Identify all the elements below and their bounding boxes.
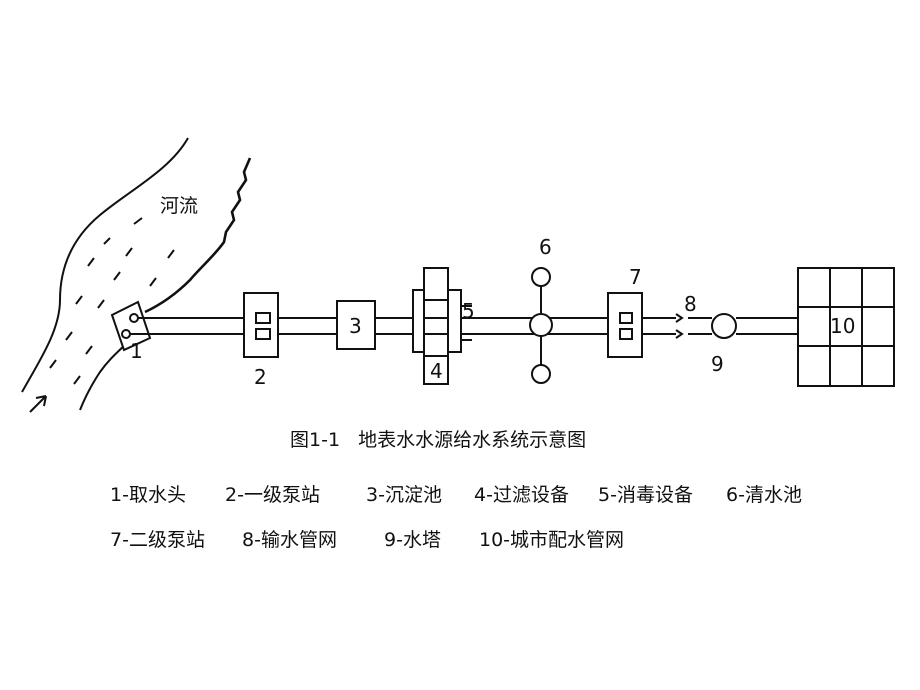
city-distribution-grid (797, 267, 895, 387)
river-bank-right (144, 157, 252, 314)
legend-item-7: 7-二级泵站 (110, 529, 205, 551)
figure-caption: 图1-1 地表水水源给水系统示意图 (290, 429, 586, 451)
label-1: 1 (130, 339, 143, 363)
sedimentation-tank (336, 300, 376, 350)
legend-item-2: 2-一级泵站 (225, 484, 320, 506)
label-4: 4 (430, 359, 443, 383)
legend-item-3: 3-沉淀池 (366, 484, 442, 506)
legend-item-10: 10-城市配水管网 (479, 529, 624, 551)
filter-equipment (412, 267, 462, 385)
legend-item-6: 6-清水池 (726, 484, 802, 506)
label-10: 10 (830, 314, 855, 338)
clear-water-tanks (529, 267, 553, 384)
label-7: 7 (629, 265, 642, 289)
legend-item-8: 8-输水管网 (242, 529, 337, 551)
legend-item-1: 1-取水头 (110, 484, 186, 506)
label-5: 5 (462, 299, 475, 323)
label-9: 9 (711, 352, 724, 376)
river-bank-right-lower (79, 339, 131, 411)
label-2: 2 (254, 365, 267, 389)
label-6: 6 (539, 235, 552, 259)
legend-item-5: 5-消毒设备 (598, 484, 693, 506)
river-label: 河流 (160, 195, 198, 217)
pipe-breaks (675, 313, 684, 339)
river-bank-left (21, 137, 189, 393)
label-3: 3 (349, 314, 362, 338)
legend-item-9: 9-水塔 (384, 529, 441, 551)
legend-item-4: 4-过滤设备 (474, 484, 569, 506)
flow-arrow-icon (29, 395, 47, 413)
water-tower (711, 313, 737, 339)
label-8: 8 (684, 292, 697, 316)
disinfection-equipment (461, 305, 472, 341)
secondary-pump-station (607, 292, 643, 358)
primary-pump-station (243, 292, 279, 358)
river-flow-dashes (49, 217, 175, 385)
